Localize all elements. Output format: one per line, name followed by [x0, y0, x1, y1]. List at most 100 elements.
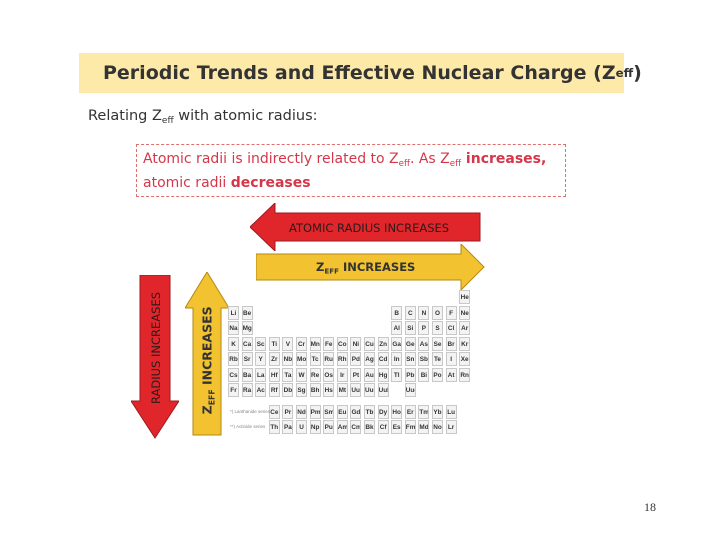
- element-cell: F: [445, 305, 457, 320]
- element-cell: Tl: [391, 367, 403, 382]
- element-cell: Rh: [336, 352, 348, 366]
- callout-sub-1: eff: [398, 159, 410, 170]
- zeff-vertical-arrow: [185, 272, 229, 436]
- actinide-series-label: **) Actinide series: [230, 424, 266, 429]
- radius-vertical-arrow: [131, 275, 179, 439]
- element-cell: Ir: [336, 367, 348, 382]
- lead-main: Relating Z: [88, 108, 162, 124]
- callout-increases: increases,: [461, 151, 547, 167]
- element-cell: Cr: [296, 336, 307, 351]
- element-cell: Ti: [268, 336, 280, 351]
- element-cell: Uuu: [364, 383, 375, 397]
- element-cell: Fr: [228, 383, 239, 397]
- element-cell: Os: [323, 367, 335, 382]
- element-cell: Er: [404, 404, 416, 419]
- element-cell: Co: [336, 336, 348, 351]
- element-cell: Xe: [459, 352, 471, 366]
- element-cell: B: [391, 305, 403, 320]
- callout-decreases: decreases: [230, 175, 311, 192]
- element-cell: Mn: [309, 336, 321, 351]
- element-cell: Tb: [364, 404, 375, 419]
- element-cell: Cl: [445, 321, 457, 335]
- element-cell: Pm: [309, 404, 321, 419]
- element-cell: Se: [432, 336, 443, 351]
- element-cell: Sn: [404, 352, 416, 366]
- element-cell: Hf: [268, 367, 280, 382]
- element-cell: Th: [268, 420, 280, 434]
- element-cell: Pu: [323, 420, 335, 434]
- page-number: 18: [644, 500, 656, 514]
- element-cell: Uuq: [404, 383, 416, 397]
- element-cell: Ge: [404, 336, 416, 351]
- element-cell: N: [418, 305, 430, 320]
- radius-vertical-label: RADIUS INCREASES: [149, 291, 163, 405]
- zeff-label-sub: EFF: [324, 266, 339, 276]
- zeff-vertical-main: Z: [199, 405, 215, 415]
- zeff-vertical-label: ZEFF INCREASES: [200, 305, 217, 415]
- element-cell: Ar: [459, 321, 471, 335]
- element-cell: Ra: [241, 383, 253, 397]
- element-cell: Ce: [268, 404, 280, 419]
- element-cell: Zr: [268, 352, 280, 366]
- element-cell: La: [255, 367, 267, 382]
- element-cell: Cm: [350, 420, 362, 434]
- element-cell: Ru: [323, 352, 335, 366]
- element-cell: V: [282, 336, 294, 351]
- element-cell: Hs: [323, 383, 335, 397]
- element-cell: Na: [228, 321, 239, 335]
- element-cell: C: [404, 305, 416, 320]
- element-cell: Be: [241, 305, 253, 320]
- callout-box: Atomic radii is indirectly related to Ze…: [136, 144, 566, 197]
- element-cell: Ni: [350, 336, 362, 351]
- atomic-radius-arrow: [250, 203, 481, 251]
- element-cell: Uub: [377, 383, 389, 397]
- callout-part-1: Atomic radii is indirectly related to Z: [143, 151, 399, 167]
- zeff-label-main: Z: [316, 260, 325, 274]
- element-cell: Mo: [296, 352, 307, 366]
- element-cell: Ac: [255, 383, 267, 397]
- element-cell: Ga: [391, 336, 403, 351]
- element-cell: Ta: [282, 367, 294, 382]
- zeff-label-end: INCREASES: [338, 260, 416, 274]
- element-cell: Li: [228, 305, 239, 320]
- element-cell: Bi: [418, 367, 430, 382]
- zeff-arrow: [256, 244, 485, 290]
- element-cell: Rb: [228, 352, 239, 366]
- element-cell: Cu: [364, 336, 375, 351]
- element-cell: Ne: [459, 305, 471, 320]
- element-cell: Al: [391, 321, 403, 335]
- element-cell: Tm: [418, 404, 430, 419]
- element-cell: Po: [432, 367, 443, 382]
- element-cell: Br: [445, 336, 457, 351]
- callout-part-4: atomic radii: [143, 175, 231, 192]
- element-cell: Re: [309, 367, 321, 382]
- element-cell: Hg: [377, 367, 389, 382]
- element-cell: Pa: [282, 420, 294, 434]
- element-cell: In: [391, 352, 403, 366]
- element-cell: S: [432, 321, 443, 335]
- element-cell: Db: [282, 383, 294, 397]
- element-cell: O: [432, 305, 443, 320]
- element-cell: Sc: [255, 336, 267, 351]
- element-cell: Nd: [296, 404, 307, 419]
- element-cell: Zn: [377, 336, 389, 351]
- element-cell: K: [228, 336, 239, 351]
- element-cell: P: [418, 321, 430, 335]
- element-cell: W: [296, 367, 307, 382]
- zeff-label: ZEFF INCREASES: [316, 260, 415, 275]
- title-subscript: eff: [615, 66, 634, 80]
- title-close-paren: ): [633, 62, 642, 84]
- element-cell: Uun: [350, 383, 362, 397]
- element-cell: Lu: [445, 404, 457, 419]
- element-cell: Tc: [309, 352, 321, 366]
- element-cell: Lr: [445, 420, 457, 434]
- lanthanide-series-label: *) Lanthanide series: [230, 408, 271, 414]
- element-cell: I: [445, 352, 457, 366]
- element-cell: Pb: [404, 367, 416, 382]
- element-cell: No: [432, 420, 443, 434]
- element-cell: Sg: [296, 383, 307, 397]
- element-cell: Md: [418, 420, 430, 434]
- element-cell: Eu: [336, 404, 348, 419]
- element-cell: Au: [364, 367, 375, 382]
